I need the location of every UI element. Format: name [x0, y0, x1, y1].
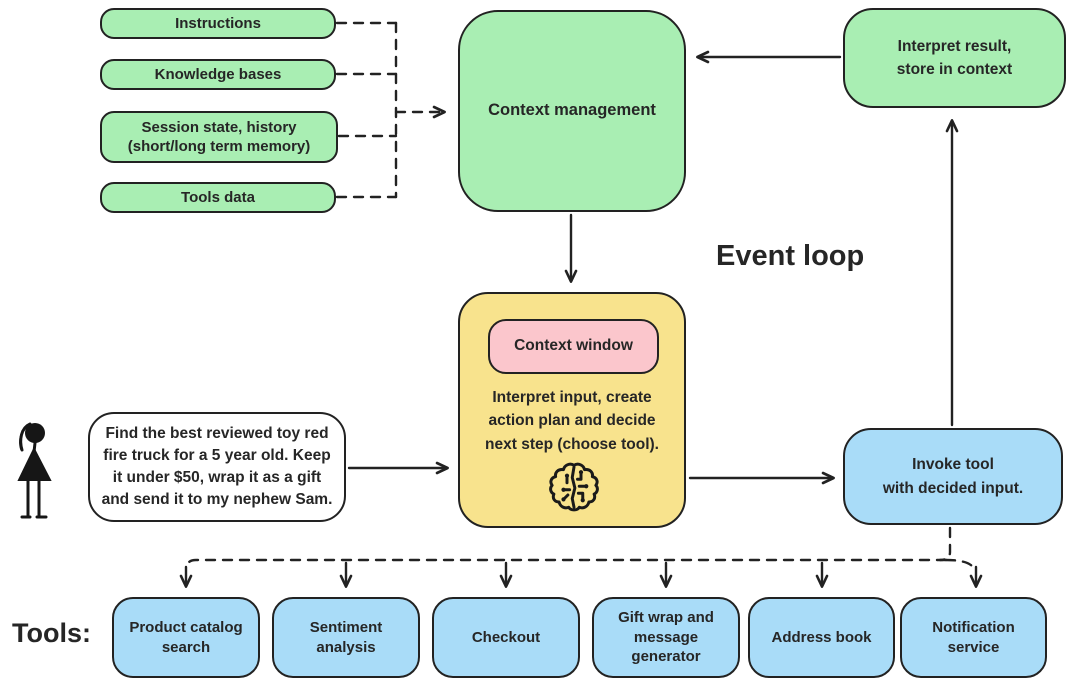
interpret-result-box: Interpret result, store in context: [843, 8, 1066, 108]
user-request-bubble: Find the best reviewed toy red fire truc…: [88, 412, 346, 522]
tool-box-product-catalog-search: Product catalog search: [112, 597, 260, 678]
invoke-tool-line: with decided input.: [882, 479, 1024, 497]
user-person-icon: [17, 422, 52, 519]
source-box-instructions: Instructions: [100, 8, 336, 39]
tool-box-gift-wrap-generator: Gift wrap and message generator: [592, 597, 740, 678]
user-request-line: fire truck for a 5 year old. Keep: [103, 447, 331, 464]
tool-box-checkout: Checkout: [432, 597, 580, 678]
invoke-tool-line: Invoke tool: [912, 456, 994, 474]
brain-circuit-icon: [549, 462, 599, 512]
tool-label: Notification service: [932, 619, 1015, 656]
user-request-line: Find the best reviewed toy red: [105, 425, 329, 442]
source-label: Instructions: [175, 14, 261, 32]
interpret-result-line: Interpret result,: [897, 37, 1012, 55]
tool-label: Sentiment analysis: [309, 619, 383, 656]
tool-label: Product catalog search: [129, 619, 243, 656]
user-request-line: it under $50, wrap it as a gift: [112, 469, 322, 486]
tool-label: Address book: [771, 628, 872, 646]
llm-description: Interpret input, create action plan and …: [485, 389, 659, 453]
context-management-label: Context management: [488, 101, 656, 120]
interpret-result-line: store in context: [896, 61, 1013, 78]
tool-label: Checkout: [471, 628, 541, 646]
tool-box-address-book: Address book: [748, 597, 895, 678]
event-loop-label: Event loop: [716, 240, 865, 272]
invoke-tool-box: Invoke tool with decided input.: [843, 428, 1063, 525]
tools-label: Tools:: [12, 618, 91, 648]
llm-box: Context window Interpret input, create a…: [458, 292, 686, 528]
user-request-line: and send it to my nephew Sam.: [101, 491, 333, 508]
source-label: Tools data: [181, 188, 255, 206]
source-box-tools-data: Tools data: [100, 182, 336, 213]
tool-label: Gift wrap and message generator: [618, 609, 714, 666]
context-window-chip: Context window: [488, 319, 659, 374]
tool-box-sentiment-analysis: Sentiment analysis: [272, 597, 420, 678]
source-label: Session state, history (short/long term …: [127, 118, 311, 156]
source-box-session-state: Session state, history (short/long term …: [100, 111, 338, 163]
context-window-label: Context window: [514, 337, 633, 355]
source-box-knowledge-bases: Knowledge bases: [100, 59, 336, 90]
context-management-box: Context management: [458, 10, 686, 212]
tool-box-notification-service: Notification service: [900, 597, 1047, 678]
source-label: Knowledge bases: [154, 65, 282, 83]
